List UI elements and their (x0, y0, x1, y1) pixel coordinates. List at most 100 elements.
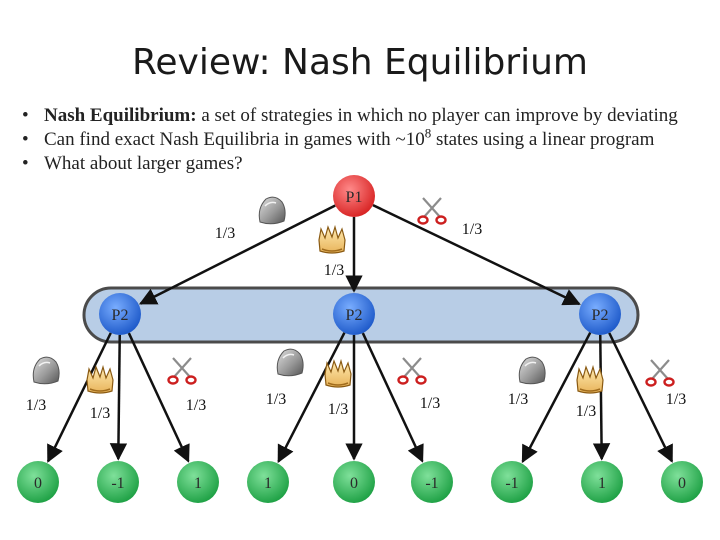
edge-probability-label: 1/3 (26, 397, 46, 414)
edge-p2-to-leaf (127, 332, 190, 463)
scissors-handle (663, 377, 675, 387)
edge-p2-to-leaf (592, 334, 611, 461)
terminal-payoff-node (491, 461, 533, 503)
terminal-payoff-node (411, 461, 453, 503)
edge-probability-label: 1/3 (420, 395, 440, 412)
edge-p1-to-p2 (372, 203, 581, 306)
edge-p2-to-leaf (608, 332, 674, 463)
paper-shape (86, 364, 114, 394)
p2-decision-node (579, 293, 621, 335)
rock-highlight (264, 201, 277, 207)
paper-icon (318, 224, 346, 254)
paper-icon (86, 364, 114, 394)
rock-highlight (38, 361, 51, 367)
paper-cuff (327, 382, 349, 386)
p1-decision-node (333, 175, 375, 217)
bullet-item: Can find exact Nash Equilibria in games … (22, 125, 712, 152)
bullet-item: Nash Equilibrium: a set of strategies in… (22, 104, 712, 128)
scissors-blade (423, 197, 442, 218)
p2-node-label: P2 (346, 307, 363, 324)
edge-probability-label: 1/3 (90, 405, 110, 422)
scissors-handle (185, 375, 197, 385)
edge-probability-label: 1/3 (215, 225, 235, 242)
scissors-handle (415, 375, 427, 385)
bullet-bold: Nash Equilibrium: (44, 105, 197, 126)
rock-icon (276, 348, 304, 377)
rock-icon (518, 356, 546, 385)
terminal-payoff-node (333, 461, 375, 503)
bullet-text-cont: states using a linear program (431, 129, 655, 150)
terminal-payoff-node (581, 461, 623, 503)
paper-icon (576, 364, 604, 394)
terminal-payoff-node (177, 461, 219, 503)
bullet-item: What about larger games? (22, 152, 712, 176)
edge-p2-to-leaf (109, 334, 128, 461)
scissors-icon (167, 357, 197, 385)
scissors-handle (435, 215, 447, 225)
edge-probability-label: 1/3 (266, 391, 286, 408)
paper-shape (576, 364, 604, 394)
paper-shape (318, 224, 346, 254)
edge-probability-label: 1/3 (576, 403, 596, 420)
edge-p1-to-p2 (138, 204, 336, 305)
rock-shape (258, 196, 286, 225)
scissors-blade (651, 359, 670, 380)
rock-icon (258, 196, 286, 225)
rock-shape (276, 348, 304, 377)
scissors-handle (397, 375, 409, 385)
slide-title: Review: Nash Equilibrium (131, 42, 588, 83)
p2-node-label: P2 (112, 307, 129, 324)
paper-cuff (321, 248, 343, 252)
edge-probability-label: 1/3 (186, 397, 206, 414)
terminal-payoff-node (97, 461, 139, 503)
payoff-label: 1 (194, 475, 202, 492)
scissors-icon (417, 197, 447, 225)
rock-shape (518, 356, 546, 385)
payoff-label: -1 (111, 475, 124, 492)
terminal-payoff-node (17, 461, 59, 503)
edge-probability-label: 1/3 (666, 391, 686, 408)
bullet-text: a set of strategies in which no player c… (196, 105, 678, 126)
bullet-exponent: 8 (424, 125, 432, 141)
scissors-handle (645, 377, 657, 387)
scissors-blade (403, 357, 422, 378)
payoff-label: 1 (264, 475, 272, 492)
edge-probability-label: 1/3 (508, 391, 528, 408)
paper-cuff (579, 388, 601, 392)
terminal-payoff-node (247, 461, 289, 503)
edge-probability-label: 1/3 (462, 221, 482, 238)
edge-probability-label: 1/3 (328, 401, 348, 418)
edge-probability-label: 1/3 (324, 262, 344, 279)
payoff-label: -1 (505, 475, 518, 492)
terminal-payoff-node (661, 461, 703, 503)
bullet-text: What about larger games? (44, 153, 243, 174)
rock-shape (32, 356, 60, 385)
p2-node-label: P2 (592, 307, 609, 324)
bullet-text: Can find exact Nash Equilibria in games … (44, 129, 425, 150)
p1-node-label: P1 (346, 189, 363, 206)
payoff-label: -1 (425, 475, 438, 492)
paper-cuff (89, 388, 111, 392)
edge-p2-to-leaf (361, 332, 424, 463)
rock-highlight (282, 353, 295, 359)
edge-p2-to-leaf (277, 332, 346, 464)
scissors-handle (417, 215, 429, 225)
edge-p2-to-leaf (46, 332, 112, 463)
payoff-label: 0 (34, 475, 42, 492)
scissors-handle (167, 375, 179, 385)
scissors-icon (645, 359, 675, 387)
rock-highlight (524, 361, 537, 367)
payoff-label: 1 (598, 475, 606, 492)
payoff-label: 0 (678, 475, 686, 492)
scissors-icon (397, 357, 427, 385)
paper-icon (324, 358, 352, 388)
p2-decision-node (99, 293, 141, 335)
scissors-blade (173, 357, 192, 378)
bullet-list: Nash Equilibrium: a set of strategies in… (22, 104, 712, 176)
p2-decision-node (333, 293, 375, 335)
rock-icon (32, 356, 60, 385)
edge-p2-to-leaf (521, 332, 592, 464)
payoff-label: 0 (350, 475, 358, 492)
